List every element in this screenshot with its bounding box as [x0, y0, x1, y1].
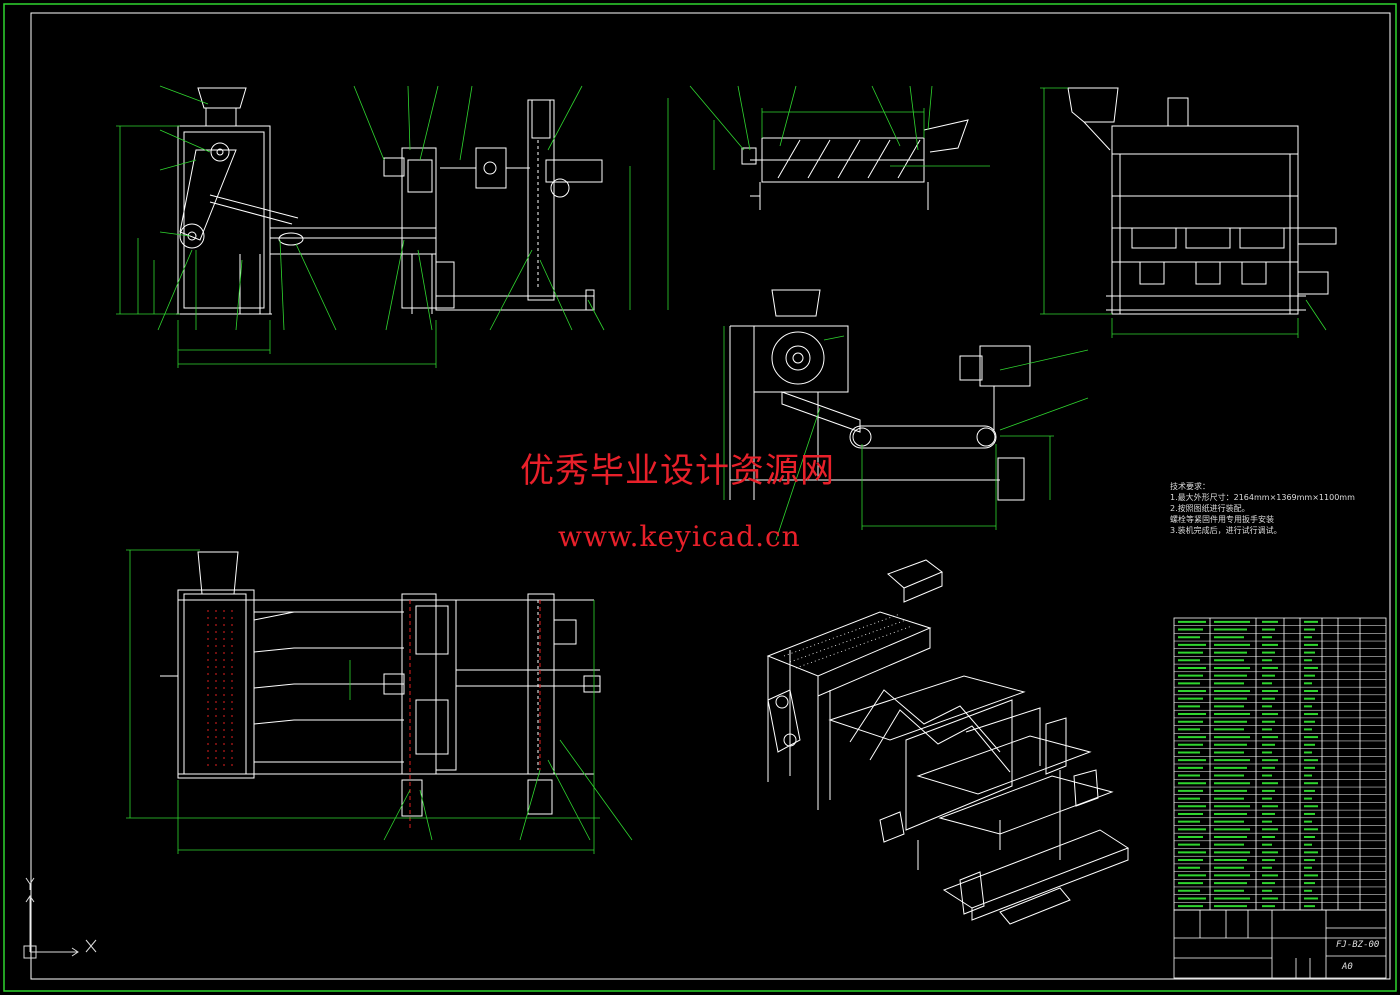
tech-note-line: 2.按照图纸进行装配。: [1170, 504, 1250, 513]
ucs-axis-icon: [23, 877, 97, 959]
screw-conveyor-view: [741, 119, 969, 210]
parts-list-rows: [1174, 625, 1386, 903]
tech-note-line: 1.最大外形尺寸：2164mm×1369mm×1100mm: [1170, 493, 1355, 502]
section-view: [729, 289, 1031, 501]
tech-note-line: 3.装机完成后，进行试行调试。: [1170, 526, 1282, 535]
top-view-dims: [126, 549, 633, 854]
isometric-view: [766, 559, 1130, 925]
top-view: [160, 551, 601, 830]
outer-border: [3, 3, 1397, 992]
sheet-size: A0: [1342, 962, 1353, 972]
isometric-holes: [783, 613, 913, 669]
title-block: [1173, 909, 1387, 979]
watermark-url: www.keyicad.cn: [558, 520, 801, 553]
section-view-dims: [723, 326, 1089, 541]
drawing-number: FJ-BZ-00: [1336, 940, 1380, 950]
parts-list-text: [1178, 620, 1318, 908]
side-view-dims: [1040, 87, 1327, 338]
screw-conveyor-dims: [689, 85, 990, 170]
side-view: [1067, 87, 1337, 315]
watermark-title: 优秀毕业设计资源网: [520, 451, 835, 491]
front-view-dimensions: [116, 85, 669, 368]
tech-note-line: 螺栓等紧固件用专用扳手安装: [1170, 515, 1274, 524]
tech-notes-heading: 技术要求：: [1170, 482, 1210, 491]
inner-border: [30, 12, 1391, 980]
technical-requirements: 技术要求： 1.最大外形尺寸：2164mm×1369mm×1100mm 2.按照…: [1170, 481, 1355, 536]
front-view: [176, 87, 603, 315]
